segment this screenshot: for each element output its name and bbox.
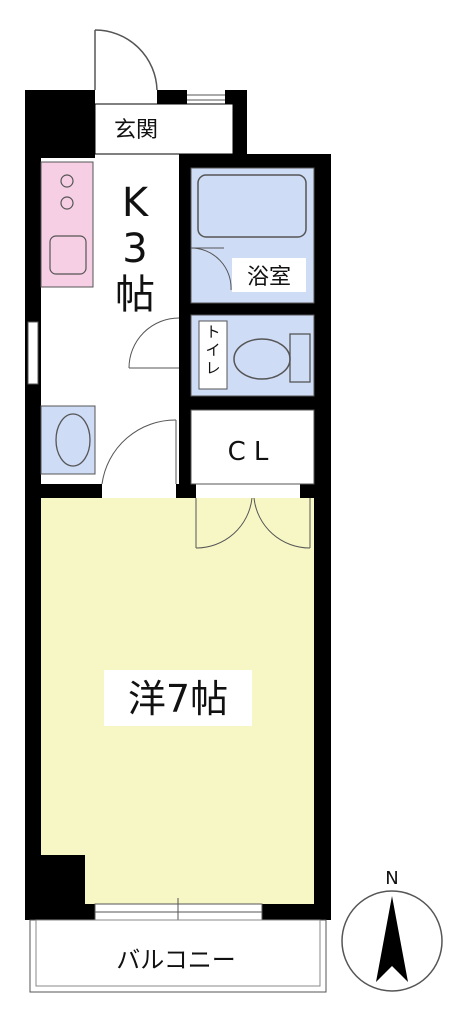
closet-doors bbox=[195, 497, 311, 549]
label-balcony: バルコニー bbox=[116, 946, 236, 974]
washer-space bbox=[40, 405, 96, 475]
label-bath: 浴室 bbox=[247, 265, 291, 290]
label-kitchen-size: 3 bbox=[122, 226, 147, 272]
label-closet: CL bbox=[228, 437, 277, 467]
kitchen-counter bbox=[40, 161, 94, 288]
kitchen-window bbox=[27, 321, 39, 385]
room-door-swing bbox=[101, 419, 177, 485]
walls bbox=[25, 90, 331, 920]
balcony bbox=[29, 919, 327, 993]
north-compass: N bbox=[341, 868, 443, 992]
column bbox=[41, 855, 85, 904]
toilet-room bbox=[190, 314, 315, 397]
entrance-door bbox=[94, 29, 158, 91]
label-western: 洋7帖 bbox=[128, 677, 228, 721]
closet bbox=[190, 409, 315, 485]
toilet-door-swing bbox=[128, 317, 180, 369]
label-kitchen-unit: 帖 bbox=[115, 272, 155, 318]
compass-north-label: N bbox=[385, 868, 398, 889]
label-toilet: トイレ bbox=[205, 323, 220, 377]
entrance-window bbox=[187, 94, 225, 101]
label-entrance: 玄関 bbox=[114, 118, 158, 143]
label-kitchen-k: K bbox=[122, 180, 150, 226]
